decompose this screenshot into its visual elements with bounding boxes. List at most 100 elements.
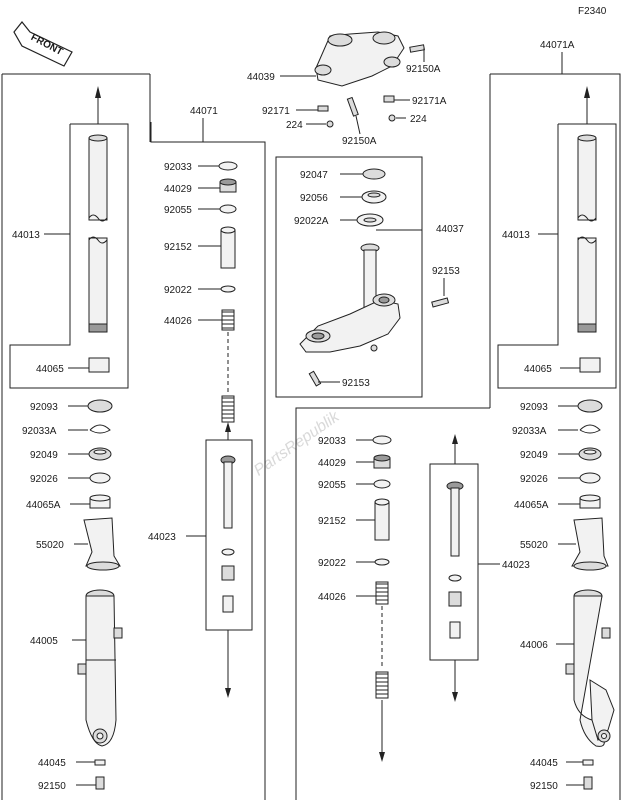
tube-box-right: [497, 123, 617, 389]
label-92055-right: 92055: [318, 480, 346, 491]
arrow-up-right-icon: [584, 86, 590, 98]
label-92150-right: 92150: [530, 781, 558, 792]
washer-44045-right: [582, 759, 594, 766]
bolt-92150A-top: [409, 44, 425, 53]
label-44023-right: 44023: [502, 560, 530, 571]
label-44026-right: 44026: [318, 592, 346, 603]
label-92152-right: 92152: [318, 516, 346, 527]
arrow-up-icon: [95, 86, 101, 98]
inner-tube-left: [88, 134, 108, 333]
bushing-44065-left: [88, 357, 110, 373]
damper-rod-44023-right: [446, 481, 464, 639]
label-44029-center: 44029: [164, 184, 192, 195]
spacer-92152-left: [220, 229, 236, 269]
washer-92026-left: [89, 472, 111, 484]
guard-55020-left: [83, 517, 121, 567]
label-44029-right: 44029: [318, 458, 346, 469]
stem-box: [275, 156, 423, 398]
label-55020-left: 55020: [36, 540, 64, 551]
bolt-92150-left: [95, 776, 105, 790]
label-92022-center: 92022: [164, 285, 192, 296]
screw-224-right: [388, 114, 396, 122]
clamp-44039: [314, 31, 405, 87]
label-44037: 44037: [436, 224, 464, 235]
label-92033A-left: 92033A: [22, 426, 57, 437]
label-92022-right: 92022: [318, 558, 346, 569]
label-44013-right: 44013: [502, 230, 530, 241]
label-92150A-top: 92150A: [406, 64, 441, 75]
label-224-left: 224: [286, 120, 303, 131]
clip-92171: [317, 105, 329, 112]
bolt-92153-b: [308, 370, 322, 387]
damper-rod-44023-left: [220, 455, 236, 613]
stem-group: 92047 92056 92022A 44037 92153 92153: [275, 156, 464, 398]
damper-box-left: [205, 439, 253, 631]
oring-92055-left: [219, 204, 237, 214]
label-44065A-left: 44065A: [26, 500, 61, 511]
seal-92093-right: [577, 399, 603, 413]
cap-44029-left: [219, 178, 237, 193]
label-92026-left: 92026: [30, 474, 58, 485]
clip-92033A-left: [89, 424, 111, 434]
label-55020-right: 55020: [520, 540, 548, 551]
clip-92033A-right: [579, 424, 601, 434]
label-92171: 92171: [262, 106, 290, 117]
label-44045-left: 44045: [38, 758, 66, 769]
spring-44026-right: [375, 581, 389, 699]
washer-92022-right: [374, 558, 390, 566]
label-44065-right: 44065: [524, 364, 552, 375]
screw-224-left: [326, 120, 334, 128]
spring-44026-left: [221, 309, 235, 423]
cartridge-right-group: 92033 44029 92055 92152 92022 44026: [318, 434, 530, 762]
label-92049-right: 92049: [520, 450, 548, 461]
bushing-44065-right: [579, 357, 601, 373]
label-92153-a: 92153: [432, 266, 460, 277]
label-92047: 92047: [300, 170, 328, 181]
washer-92033-right: [372, 435, 392, 445]
label-92033-center: 92033: [164, 162, 192, 173]
label-44013-left: 44013: [12, 230, 40, 241]
label-92171A: 92171A: [412, 96, 447, 107]
right-fork-group: 44013 44065 92093 92033A 92049 92026 440…: [497, 86, 617, 792]
label-44065A-right: 44065A: [514, 500, 549, 511]
cartridge-left-group: 44071 92033 44029 92055 92152 92022 4402…: [148, 106, 253, 698]
bolt-92153-a: [431, 297, 450, 308]
bearing-92047: [362, 168, 386, 180]
stem-44037: [299, 243, 401, 353]
figure-code: F2340: [578, 6, 607, 17]
label-44023-center: 44023: [148, 532, 176, 543]
label-224-right: 224: [410, 114, 427, 125]
inner-tube-right: [577, 134, 597, 333]
label-92056: 92056: [300, 193, 328, 204]
label-44005: 44005: [30, 636, 58, 647]
bracket-top-right: [490, 73, 621, 800]
label-92033A-right: 92033A: [512, 426, 547, 437]
clip-92171A: [383, 95, 395, 103]
spacer-92152-right: [374, 501, 390, 541]
label-44071: 44071: [190, 106, 218, 117]
bracket-44071A: [295, 407, 490, 800]
label-92033-right: 92033: [318, 436, 346, 447]
bracket-44071: [150, 122, 266, 800]
label-44065-left: 44065: [36, 364, 64, 375]
oring-92055-right: [373, 479, 391, 489]
label-44039: 44039: [247, 72, 275, 83]
guard-55020-right: [571, 517, 609, 567]
label-44026-center: 44026: [164, 316, 192, 327]
top-clamp-group: 44039 92150A 92171 92171A 224 224 92150A: [247, 31, 447, 147]
cap-44029-right: [373, 454, 391, 469]
outer-tube-44005: [77, 589, 123, 747]
front-arrow-icon: FRONT: [13, 21, 73, 67]
label-92150A-mid: 92150A: [342, 136, 377, 147]
label-92153-b: 92153: [342, 378, 370, 389]
label-92022A: 92022A: [294, 216, 329, 227]
washer-92033-left: [218, 161, 238, 171]
bolt-92150A-mid: [346, 96, 359, 117]
label-92093-left: 92093: [30, 402, 58, 413]
outer-tube-44006: [565, 589, 615, 747]
washer-44045-left: [94, 759, 106, 766]
label-92026-right: 92026: [520, 474, 548, 485]
label-44006: 44006: [520, 640, 548, 651]
